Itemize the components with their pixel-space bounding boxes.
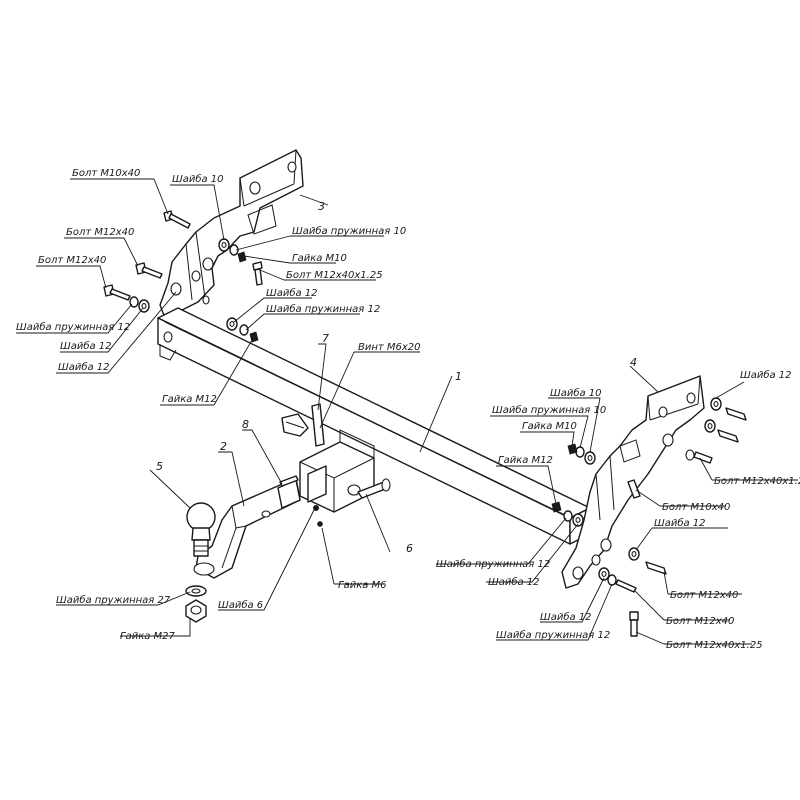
label-washer-6: Шайба 6 — [218, 599, 263, 611]
label-bolt-m12x40x125-right-top: Болт М12х40х1.25 — [714, 476, 800, 487]
label-spring-washer-27: Шайба пружинная 27 — [56, 594, 171, 606]
label-screw-m6x20: Винт М6х20 — [358, 342, 421, 353]
label-washer-12-left-b: Шайба 12 — [60, 340, 112, 352]
receiver-box — [299, 429, 375, 513]
label-spring-washer-12-left-a: Шайба пружинная 12 — [266, 303, 380, 315]
lock-pin-8 — [279, 475, 299, 487]
label-bolt-m12x40-right-b: Болт М12х40 — [666, 616, 734, 627]
part-number-3: 3 — [318, 200, 325, 213]
part-number-4: 4 — [630, 356, 637, 369]
label-washer-12-right-low: Шайба 12 — [540, 611, 592, 623]
tow-ball — [186, 502, 216, 557]
safety-clip — [281, 403, 325, 447]
callout-labels: Болт М10х40 Шайба 10 Шайба пружинная 10 … — [16, 168, 800, 651]
label-bolt-m10x40-left: Болт М10х40 — [72, 168, 140, 179]
label-spring-washer-12-center: Шайба пружинная 12 — [436, 558, 550, 570]
right-hardware — [551, 397, 747, 637]
label-spring-washer-10-right: Шайба пружинная 10 — [492, 404, 606, 416]
label-nut-m12-right: Гайка М12 — [498, 455, 553, 466]
part-numbers: 3 7 1 4 8 2 5 6 — [156, 200, 637, 555]
part-number-2: 2 — [220, 440, 227, 453]
label-washer-12-right-top: Шайба 12 — [740, 369, 792, 381]
label-bolt-m12x40-left-a: Болт М12х40 — [66, 227, 134, 238]
label-washer-12-right-mid: Шайба 12 — [654, 517, 706, 529]
label-nut-m10-right: Гайка М10 — [522, 421, 577, 432]
part-number-1: 1 — [455, 370, 462, 383]
label-bolt-m12x40x125-left: Болт М12х40х1.25 — [286, 270, 383, 281]
label-spring-washer-12-left-b: Шайба пружинная 12 — [16, 321, 130, 333]
leader-lines — [16, 178, 798, 645]
label-washer-12-left-c: Шайба 12 — [58, 361, 110, 373]
label-nut-m10-left: Гайка М10 — [292, 253, 347, 264]
label-bolt-m12x40x125-right-bottom: Болт М12х40х1.25 — [666, 640, 763, 651]
label-washer-12-left-a: Шайба 12 — [266, 287, 318, 299]
label-washer-12-center: Шайба 12 — [488, 576, 540, 588]
label-nut-m27: Гайка М27 — [120, 631, 176, 642]
part-number-5: 5 — [156, 460, 163, 473]
label-washer-10-left: Шайба 10 — [172, 173, 224, 185]
nut-m6-part — [317, 521, 323, 527]
hitch-pin — [357, 478, 391, 499]
label-nut-m6: Гайка М6 — [338, 580, 387, 591]
label-washer-10-right: Шайба 10 — [550, 387, 602, 399]
nut-m27-part — [185, 599, 207, 623]
part-number-6: 6 — [406, 542, 413, 555]
label-nut-m12-left: Гайка М12 — [162, 394, 217, 405]
label-spring-washer-10-left: Шайба пружинная 10 — [292, 225, 406, 237]
label-spring-washer-12-right: Шайба пружинная 12 — [496, 629, 610, 641]
label-bolt-m12x40-right-a: Болт М12х40 — [670, 590, 738, 601]
label-bolt-m12x40-left-b: Болт М12х40 — [38, 255, 106, 266]
left-mounting-bracket — [159, 149, 304, 319]
part-number-8: 8 — [242, 418, 249, 431]
washer-6-part — [312, 504, 319, 511]
part-number-7: 7 — [322, 332, 329, 345]
label-bolt-m10x40-right: Болт М10х40 — [662, 502, 730, 513]
left-hardware — [103, 210, 263, 343]
